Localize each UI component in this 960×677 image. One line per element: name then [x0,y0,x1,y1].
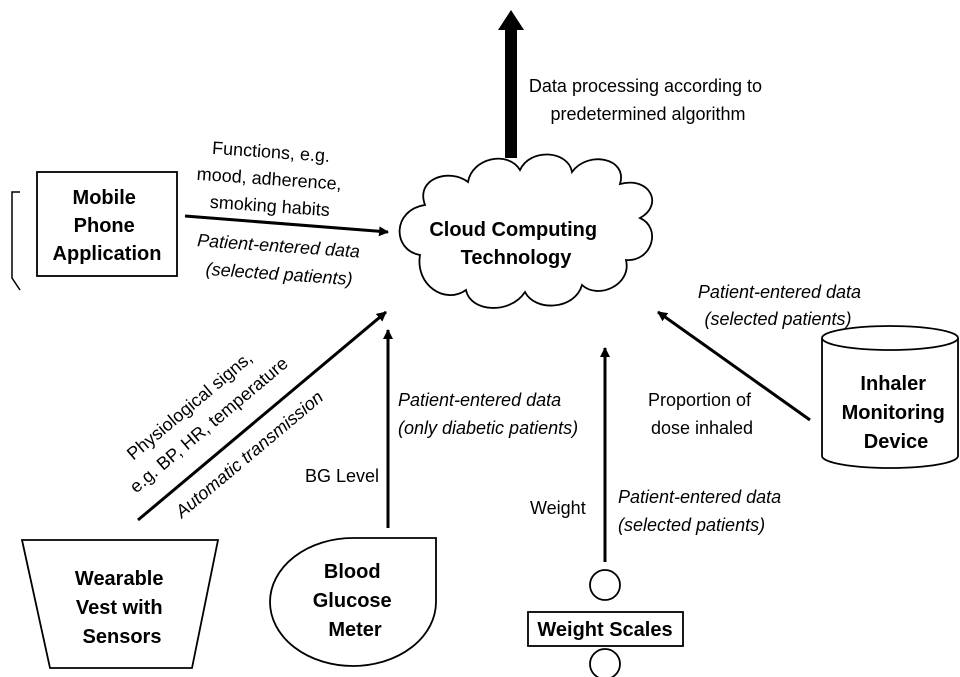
scales-label: Weight Scales [537,619,672,641]
inhaler-cylinder [821,325,959,469]
inhaler-to-cloud-arrow [657,310,811,422]
phone-app-box [36,171,178,277]
glucose-meter-label: Blood Glucose Meter [313,561,397,641]
phone-functions-label: Functions, e.g. mood, adherence, smoking… [194,137,349,221]
vest-to-cloud-arrow [137,310,387,522]
inhaler-label: Inhaler Monitoring Device [842,373,951,453]
bracket-icon [11,191,21,291]
glucose-level-label: BG Level [305,466,379,486]
scales-weight-label: Weight [530,498,586,518]
phone-app-label: Mobile Phone Application [53,187,162,265]
scales-bottom-circle [589,648,621,677]
inhaler-dose-label: Proportion of dose inhaled [648,390,756,438]
phone-entered-label: Patient-entered data (selected patients) [195,230,366,290]
vest-label: Wearable Vest with Sensors [75,568,169,648]
phone-to-cloud-arrow [184,214,389,237]
vest-trapezoid [20,539,220,669]
output-label: Data processing according to predetermin… [529,76,767,124]
scales-top-circle [589,569,621,601]
glucose-entered-label: Patient-entered data (only diabetic pati… [398,390,578,438]
scales-entered-label: Patient-entered data (selected patients) [618,487,786,535]
cloud-label: Cloud Computing Technology [429,219,602,269]
output-arrow [498,10,524,158]
scales-box [527,611,684,647]
cloud-shape [398,153,653,309]
glucose-meter-shape [269,537,437,667]
inhaler-entered-label: Patient-entered data (selected patients) [698,282,866,329]
